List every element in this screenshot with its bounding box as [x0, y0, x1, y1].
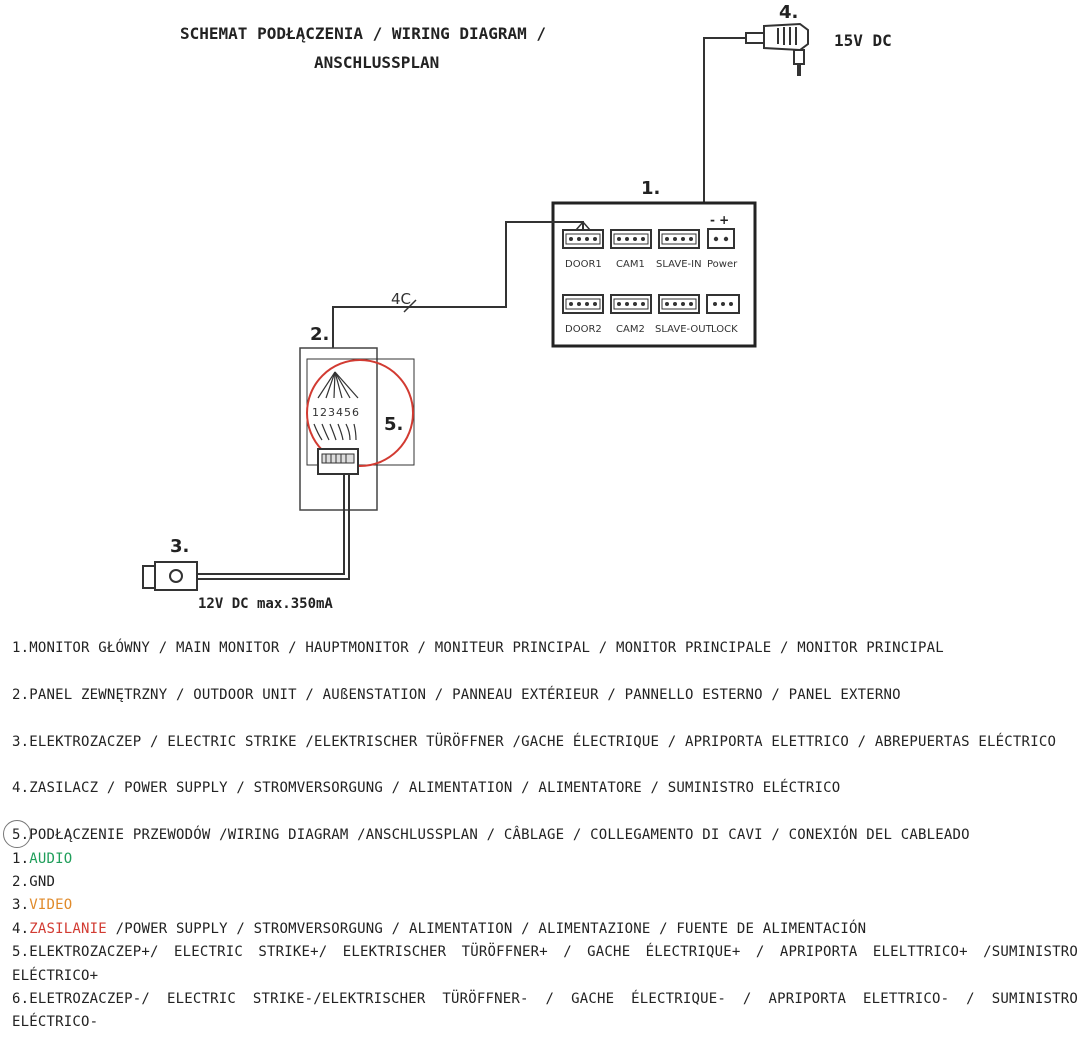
wire-1: 1.AUDIO	[12, 848, 1078, 871]
wire-3: 3.VIDEO	[12, 894, 1078, 917]
legend-item-5: 5.PODŁĄCZENIE PRZEWODÓW /WIRING DIAGRAM …	[3, 820, 1078, 849]
outdoor-panel-box	[299, 347, 378, 511]
wire-4-label: ZASILANIE	[29, 920, 107, 937]
port-lock: LOCK	[711, 324, 738, 335]
power-wire	[703, 37, 746, 226]
wire-5: 5.ELEKTROZACZEP+/ ELECTRIC STRIKE+/ ELEK…	[12, 944, 1078, 984]
wire-4-number: 4.	[12, 920, 30, 937]
electric-strike	[142, 561, 198, 591]
diagram-title-line2: ANSCHLUSSPLAN	[314, 53, 439, 72]
strike-wire-b	[196, 474, 350, 580]
wire-3-number: 3.	[12, 897, 30, 914]
panel-pin-numbers: 123456	[312, 406, 360, 419]
power-polarity: - +	[710, 213, 729, 227]
cable-4c-label: 4C	[391, 290, 411, 308]
legend: 1.MONITOR GŁÓWNY / MAIN MONITOR / HAUPTM…	[3, 637, 1078, 1035]
diagram-title-line1: SCHEMAT PODŁĄCZENIA / WIRING DIAGRAM /	[180, 24, 546, 43]
port-door2: DOOR2	[565, 324, 602, 335]
legend-item-2: 2.PANEL ZEWNĘTRZNY / OUTDOOR UNIT / AUßE…	[12, 686, 901, 703]
legend-item-5-number: 5	[3, 820, 31, 849]
wire-4: 4.ZASILANIE /POWER SUPPLY / STROMVERSORG…	[12, 918, 1078, 941]
legend-item-3: 3.ELEKTROZACZEP / ELECTRIC STRIKE /ELEKT…	[12, 733, 1057, 750]
wire-1-number: 1.	[12, 850, 30, 867]
cable-4c	[332, 221, 584, 375]
power-15v-label: 15V DC	[834, 31, 892, 50]
label-3: 3.	[170, 536, 189, 557]
wiring-diagram: SCHEMAT PODŁĄCZENIA / WIRING DIAGRAM / A…	[142, 2, 892, 612]
highlight-circle	[306, 359, 414, 467]
wire-6: 6.ELETROZACZEP-/ ELECTRIC STRIKE-/ELEKTR…	[12, 991, 1078, 1031]
port-power: Power	[707, 259, 738, 270]
legend-item-5-text: .PODŁĄCZENIE PRZEWODÓW /WIRING DIAGRAM /…	[20, 827, 970, 844]
power-supply-15v	[745, 22, 809, 76]
power-12v-label: 12V DC max.350mA	[198, 596, 333, 612]
port-slave-out: SLAVE-OUT	[655, 324, 713, 335]
port-slave-in: SLAVE-IN	[656, 259, 702, 270]
port-cam2: CAM2	[616, 324, 645, 335]
label-4: 4.	[779, 2, 798, 23]
label-5: 5.	[384, 414, 403, 435]
label-2: 2.	[310, 324, 329, 345]
legend-item-4: 4.ZASILACZ / POWER SUPPLY / STROMVERSORG…	[12, 780, 841, 797]
port-cam1: CAM1	[616, 259, 645, 270]
port-door1: DOOR1	[565, 259, 602, 270]
monitor-connectors-top	[562, 228, 735, 249]
wire-2: 2.GND	[12, 874, 56, 890]
strike-wire-a	[196, 474, 345, 575]
monitor-connectors-bottom	[562, 294, 740, 314]
legend-item-1: 1.MONITOR GŁÓWNY / MAIN MONITOR / HAUPTM…	[12, 640, 944, 656]
label-1: 1.	[641, 178, 660, 199]
wire-3-label: VIDEO	[29, 897, 73, 914]
wire-4-rest: /POWER SUPPLY / STROMVERSORGUNG / ALIMEN…	[106, 920, 867, 937]
wire-1-label: AUDIO	[29, 850, 73, 867]
panel-wire-fan	[313, 371, 359, 441]
